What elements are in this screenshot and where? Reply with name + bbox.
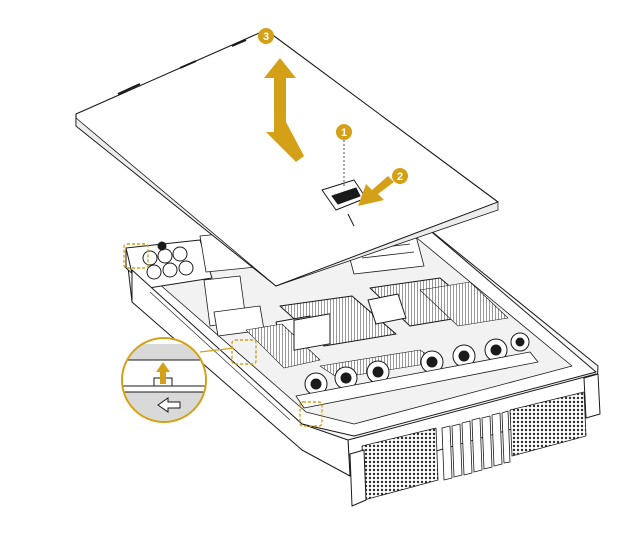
front-vent-right: [509, 391, 587, 457]
latch-highlight-markers: [123, 243, 323, 427]
callout-step-2-label: 2: [397, 171, 403, 183]
push-arrow-icon: [358, 176, 394, 206]
chassis-side-wall: [131, 269, 351, 477]
top-cover: [75, 29, 499, 287]
top-cover-edge: [75, 117, 499, 287]
system-fans: [293, 313, 539, 409]
callout-step-3: 3: [258, 28, 274, 44]
slide-left-arrow-icon: [157, 397, 181, 413]
detail-leader-line: [199, 347, 235, 353]
rack-ear-right: [583, 373, 601, 419]
highlight-rear-left: [123, 243, 149, 269]
lift-arrow-icon: [264, 58, 304, 162]
drive-bays: [441, 410, 511, 481]
highlight-mid-left: [231, 339, 257, 365]
front-panel: [347, 373, 601, 507]
highlight-front-left: [299, 401, 323, 427]
callout-step-1-label: 1: [341, 127, 347, 139]
callout-step-2: 2: [392, 168, 408, 184]
callout-step-1: 1: [336, 124, 352, 140]
slide-up-arrow-icon: [156, 362, 170, 384]
latch-detail-magnifier: [121, 337, 207, 423]
rear-fan-bay: [125, 239, 213, 291]
callout-step-3-label: 3: [263, 31, 269, 43]
server-chassis: [125, 221, 601, 507]
rack-ear-left: [349, 449, 367, 507]
release-latch-icon: [321, 179, 367, 227]
